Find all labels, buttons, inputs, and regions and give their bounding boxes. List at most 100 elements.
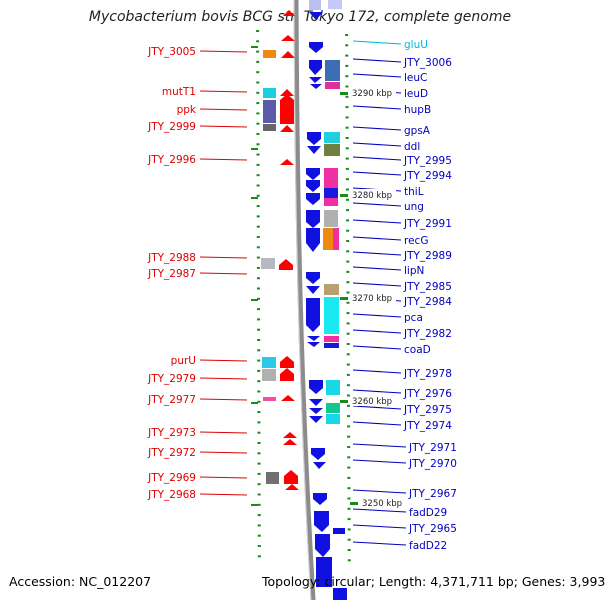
scale-tick	[346, 394, 350, 397]
left-gene-label: JTY_2969	[147, 472, 196, 484]
gene-arrow	[310, 84, 322, 89]
scale-tick	[345, 75, 349, 78]
left-gene-label: JTY_2977	[147, 394, 196, 406]
gene-box-jty2999	[263, 124, 276, 131]
gene-arrow	[306, 228, 320, 252]
leader-line	[352, 389, 402, 394]
scale-tick	[345, 64, 349, 67]
gene-arrow	[280, 94, 294, 124]
scale-tick	[257, 318, 261, 321]
right-gene-label: pca	[404, 312, 423, 324]
gene-arrow	[309, 408, 323, 414]
leader-line	[199, 377, 248, 380]
scale-tick	[347, 487, 351, 490]
gene-block	[324, 144, 340, 156]
right-gene-label: JTY_3006	[403, 57, 452, 69]
gene-arrow	[285, 484, 299, 490]
scale-tick	[256, 246, 260, 249]
left-gene-label: JTY_2979	[147, 373, 196, 385]
leader-line	[352, 443, 407, 448]
leader-line	[199, 125, 248, 128]
gene-arrow	[306, 180, 320, 192]
scale-tick	[256, 297, 260, 300]
gene-arrow	[284, 470, 298, 484]
scale-tick	[256, 133, 260, 135]
leader-line	[199, 359, 248, 362]
scale-tick	[256, 153, 260, 156]
genome-backbone	[293, 0, 316, 600]
scale-tick	[345, 157, 349, 160]
gene-block	[333, 588, 347, 600]
gene-block	[325, 82, 340, 89]
gene-arrow	[279, 259, 293, 270]
kbp-tick	[340, 92, 348, 95]
scale-tick	[257, 380, 261, 383]
gene-arrow	[283, 439, 297, 445]
scale-tick	[257, 545, 261, 547]
leader-line	[352, 142, 402, 147]
scale-tick	[257, 431, 261, 434]
leader-line	[199, 431, 248, 434]
scale-tick	[346, 260, 350, 263]
right-gene-label: recG	[404, 235, 428, 247]
leader-line	[199, 451, 248, 454]
left-leader-lines	[199, 50, 248, 496]
right-gene-label: leuD	[404, 88, 428, 100]
kbp-label: 3260 kbp	[352, 397, 392, 407]
left-gene-label: ppk	[177, 104, 197, 116]
gene-arrow	[306, 272, 320, 284]
gene-block	[324, 297, 339, 334]
leader-line	[352, 266, 402, 271]
scale-tick	[257, 308, 261, 311]
scale-tick	[347, 456, 351, 459]
right-gene-label: gpsA	[404, 125, 431, 137]
gene-arrow	[307, 132, 321, 145]
right-gene-label: gluU	[404, 39, 428, 51]
leader-line	[199, 108, 248, 111]
gene-block	[326, 414, 340, 424]
scale-tick	[256, 163, 260, 166]
scale-tick	[347, 507, 351, 510]
scale-tick	[346, 332, 350, 335]
leader-line	[352, 251, 402, 256]
gene-arrow	[281, 35, 295, 41]
kbp-label: 3270 kbp	[352, 294, 392, 304]
gene-block	[324, 168, 338, 188]
leader-line	[352, 105, 402, 110]
scale-tick	[346, 270, 350, 273]
leader-line	[352, 345, 402, 350]
scale-tick	[347, 404, 351, 407]
gene-arrow	[281, 51, 295, 58]
right-gene-label: JTY_2971	[408, 442, 457, 454]
gene-arrow	[280, 368, 294, 381]
scale-tick	[347, 466, 351, 469]
scale-tick	[256, 71, 260, 74]
right-labels: gluUJTY_3006leuCleuDhupBgpsAddlJTY_2995J…	[403, 39, 457, 552]
scale-tick	[257, 514, 261, 517]
kbp-tick	[350, 502, 358, 505]
scale-tick	[345, 126, 349, 129]
left-gene-label: JTY_3005	[147, 46, 196, 58]
scale-tick	[257, 472, 261, 475]
scale-tick	[346, 363, 350, 366]
scale-tick	[257, 328, 261, 331]
gene-box-jty2977	[263, 397, 276, 401]
gene-arrow	[281, 395, 295, 401]
left-gene-label: JTY_2988	[147, 252, 196, 264]
gene-block	[316, 557, 332, 587]
gene-block	[323, 228, 333, 250]
gene-arrow	[309, 380, 323, 394]
leader-line	[352, 405, 402, 410]
gene-arrow	[306, 168, 320, 180]
genome-backbone-highlight	[293, 0, 312, 600]
scale-tick	[256, 143, 260, 146]
scale-tick	[347, 518, 351, 521]
leader-line	[199, 256, 248, 259]
scale-tick	[346, 312, 350, 315]
scale-tick	[257, 524, 261, 527]
scale-tick	[257, 493, 261, 496]
scale-tick	[345, 44, 349, 47]
kbp-label-bg	[350, 395, 396, 406]
right-gene-label: JTY_2976	[403, 388, 452, 400]
gene-arrow	[280, 356, 294, 368]
